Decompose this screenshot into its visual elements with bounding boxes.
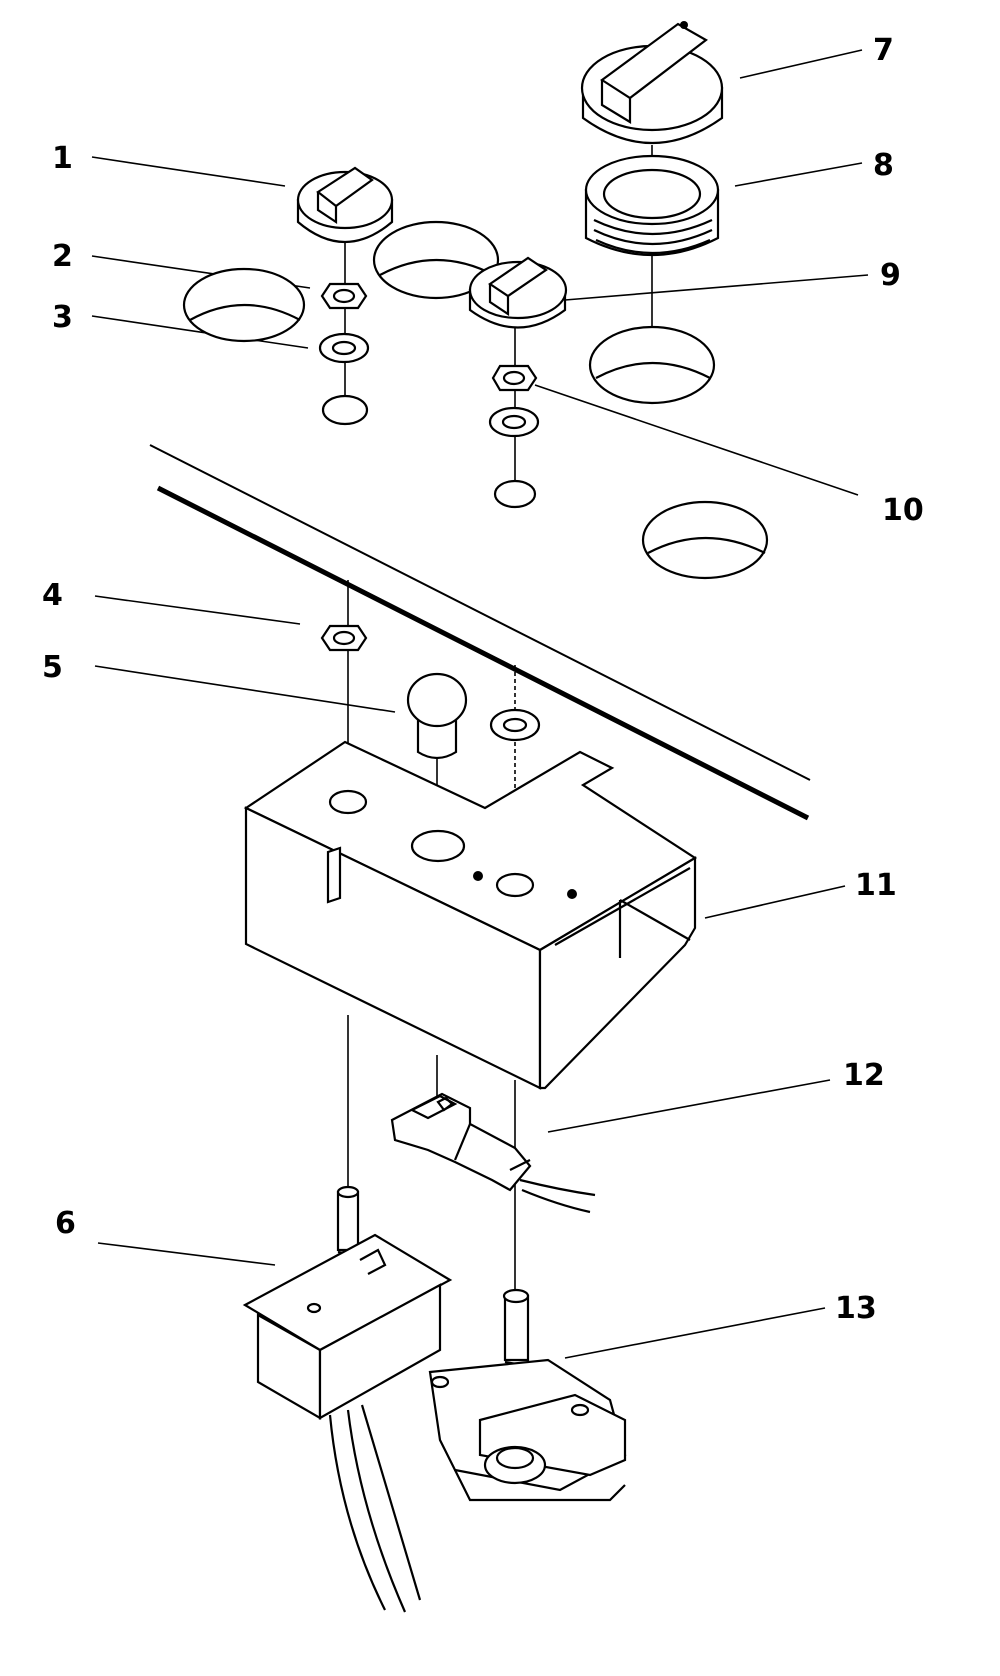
washer-10: [488, 406, 540, 438]
knob-large: [580, 21, 724, 144]
nut-4: [320, 624, 368, 652]
callout-11: 11: [855, 868, 897, 903]
callout-5: 5: [42, 650, 63, 685]
callout-12: 12: [843, 1058, 885, 1093]
callout-4: 4: [42, 578, 63, 613]
indicator-lamp: [406, 672, 468, 760]
panel-cutouts: [182, 220, 769, 580]
nut-10: [491, 364, 538, 392]
wire-connector: [390, 1092, 596, 1214]
mounting-bracket: [243, 740, 698, 1090]
callout-10: 10: [882, 493, 924, 528]
threaded-bezel: [584, 154, 720, 257]
callout-1: 1: [52, 141, 73, 176]
callout-3: 3: [52, 300, 73, 335]
thermostat-switch: [242, 1185, 453, 1613]
washer-3: [318, 332, 370, 364]
callout-2: 2: [52, 239, 73, 274]
callout-13: 13: [835, 1291, 877, 1326]
callout-7: 7: [873, 33, 894, 68]
knob-small-left: [296, 166, 394, 243]
micro-switch: [428, 1288, 627, 1502]
callout-8: 8: [873, 148, 894, 183]
leader-lines: [91, 49, 869, 1359]
nut-2: [320, 282, 368, 310]
knob-small-right: [468, 256, 568, 329]
callout-6: 6: [55, 1206, 76, 1241]
callout-9: 9: [880, 258, 901, 293]
washer-bracket: [489, 708, 541, 742]
cabinet-panel-edges: [149, 444, 811, 821]
